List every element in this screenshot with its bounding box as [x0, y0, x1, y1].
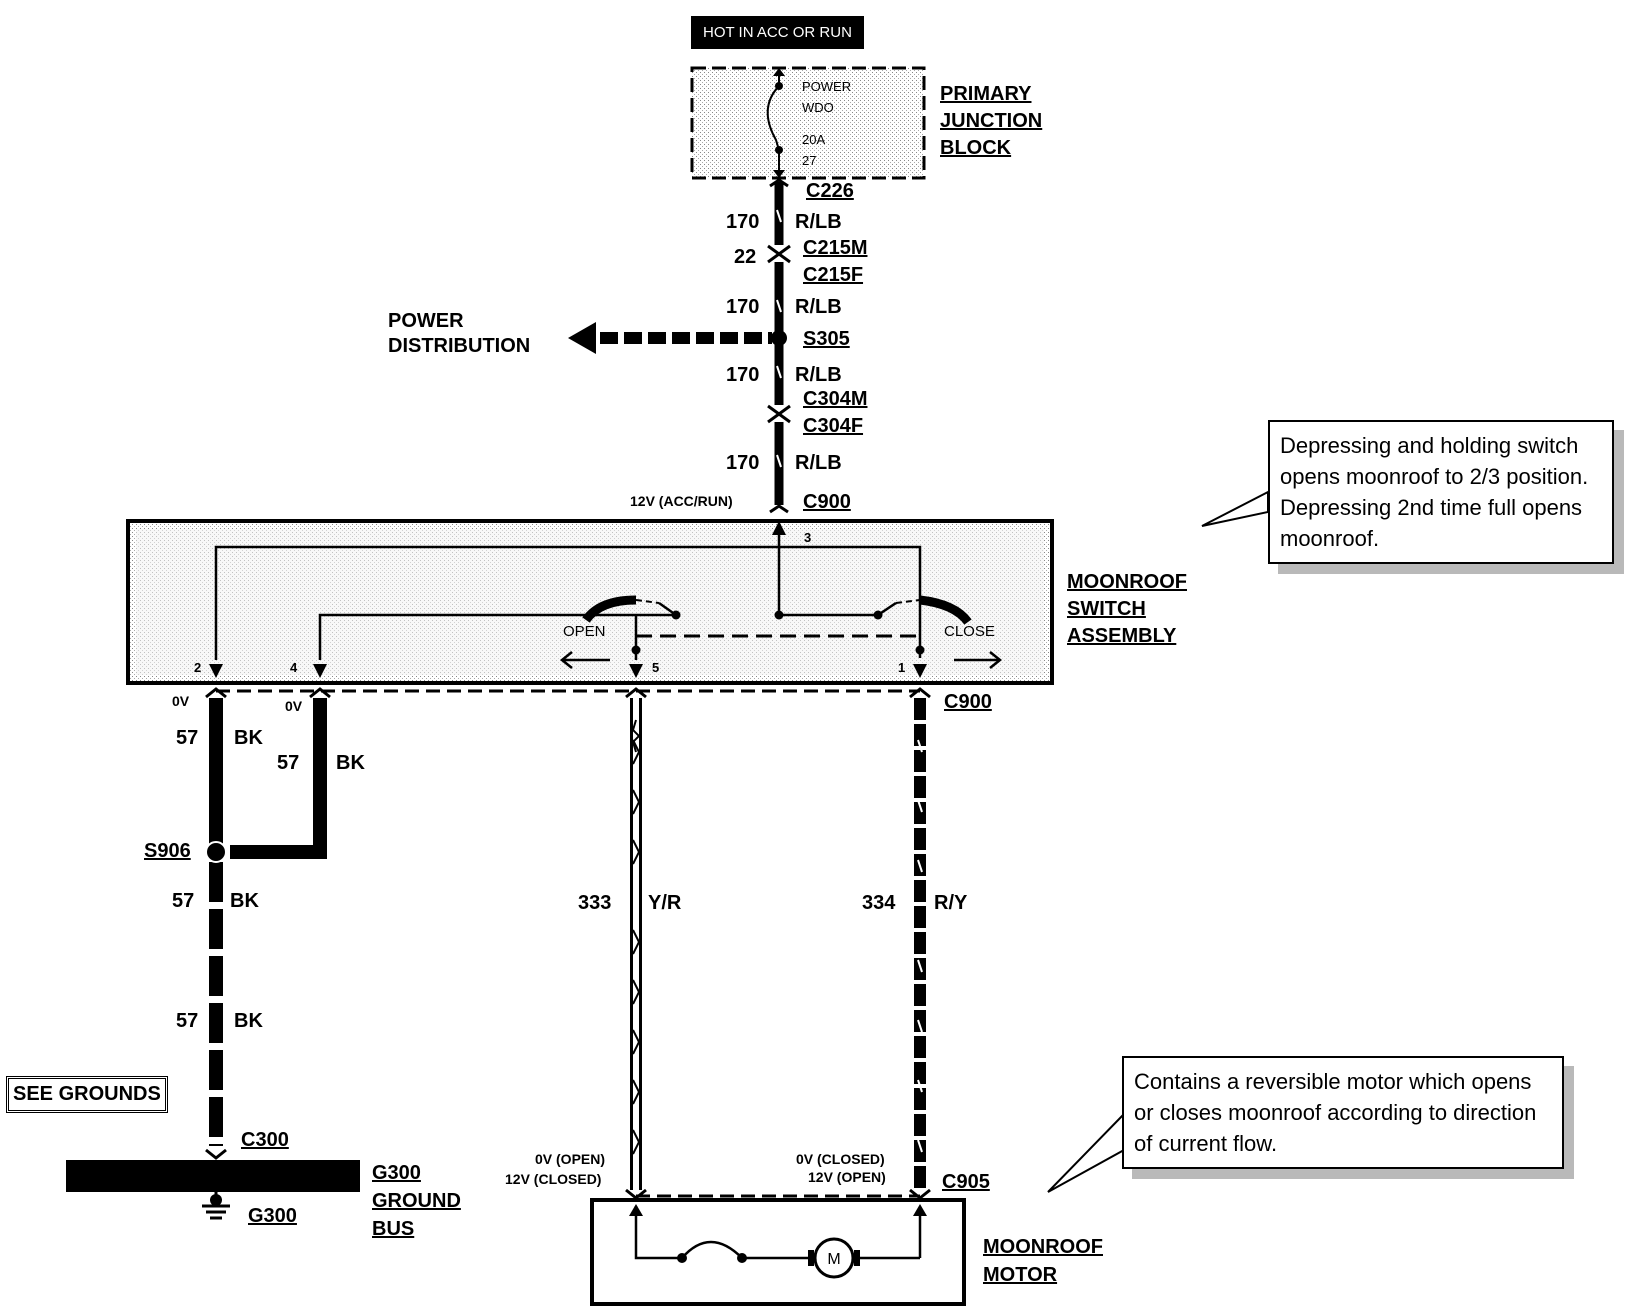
wire-color-bk-d: BK: [234, 1010, 263, 1032]
connector-c900-top: C900: [803, 491, 851, 513]
wire-number-57-d: 57: [176, 1010, 199, 1032]
fuse-name-line2: WDO: [802, 100, 834, 115]
voltage-open-line1: 0V (OPEN): [535, 1151, 606, 1167]
wire-color-rlb-d: R/LB: [795, 452, 842, 474]
wire-number-170-a: 170: [726, 211, 760, 233]
switch-pin-3: 3: [804, 530, 812, 545]
wire-color-bk-c: BK: [230, 890, 259, 912]
wire-number-334: 334: [862, 892, 896, 914]
ground-bus-bar: [66, 1160, 360, 1192]
motor-symbol: [813, 1237, 855, 1279]
wire-number-333: 333: [578, 892, 612, 914]
wire-color-ry: R/Y: [934, 892, 968, 914]
motor-title-line1: MOONROOF: [983, 1236, 1103, 1258]
power-distribution-arrow: [568, 322, 596, 354]
connector-c226: C226: [806, 180, 854, 202]
ground-bus-line2: GROUND: [372, 1190, 461, 1212]
switch-pin-2: 2: [194, 660, 202, 675]
wire-number-170-c: 170: [726, 364, 760, 386]
splice-s305-label: S305: [803, 328, 850, 350]
wire-57-bk: [209, 698, 327, 1146]
voltage-open-line2: 12V (CLOSED): [505, 1171, 602, 1187]
connector-c900-bottom: C900: [944, 691, 992, 713]
power-distribution-line2: DISTRIBUTION: [388, 335, 531, 357]
connector-c215m: C215M: [803, 237, 868, 259]
junction-block-box: [690, 66, 926, 180]
wire-number-170-b: 170: [726, 296, 760, 318]
primary-junction-block-line2: JUNCTION: [940, 110, 1043, 132]
close-lever: [919, 595, 972, 625]
power-distribution-line1: POWER: [388, 310, 464, 332]
switch-pin-4: 4: [290, 660, 298, 675]
ground-bus-line3: BUS: [372, 1218, 415, 1240]
fuse-name-line1: POWER: [802, 79, 852, 94]
voltage-0v-pin2: 0V: [172, 693, 190, 709]
connector-c905: C905: [942, 1171, 990, 1193]
switch-close-label: CLOSE: [944, 623, 995, 640]
switch-title-line2: SWITCH: [1067, 598, 1146, 620]
see-grounds-box[interactable]: SEE GROUNDS: [6, 1076, 168, 1113]
ground-bus-line1: G300: [372, 1162, 421, 1184]
motor-symbol-label: M: [827, 1251, 840, 1268]
wire-333-yr: [630, 698, 642, 1190]
splice-s305: [771, 330, 787, 346]
wire-color-bk-b: BK: [336, 752, 365, 774]
wire-number-57-c: 57: [172, 890, 195, 912]
switch-note: Depressing and holding switch opens moon…: [1268, 420, 1614, 564]
primary-junction-block-line3: BLOCK: [940, 137, 1012, 159]
motor-box: [590, 1198, 966, 1306]
motor-note: Contains a reversible motor which opens …: [1122, 1056, 1564, 1169]
wire-color-bk-a: BK: [234, 727, 263, 749]
voltage-closed-line1: 0V (CLOSED): [796, 1151, 885, 1167]
motor-internal-wiring: [634, 1206, 922, 1260]
wire-number-57-a: 57: [176, 727, 199, 749]
hot-in-acc-or-run-label: HOT IN ACC OR RUN: [691, 16, 864, 49]
fuse-rating: 20A: [802, 132, 826, 147]
motor-note-pointer: [1047, 1111, 1125, 1193]
switch-title-line3: ASSEMBLY: [1067, 625, 1177, 647]
wire-number-57-b: 57: [277, 752, 300, 774]
motor-title-line2: MOTOR: [983, 1264, 1058, 1286]
connector-c304m: C304M: [803, 388, 868, 410]
wire-color-rlb-a: R/LB: [795, 211, 842, 233]
wire-color-rlb-b: R/LB: [795, 296, 842, 318]
switch-pin-1: 1: [898, 660, 906, 675]
connector-c215f: C215F: [803, 264, 864, 286]
voltage-12v-acc-run: 12V (ACC/RUN): [630, 493, 733, 509]
switch-title-line1: MOONROOF: [1067, 571, 1187, 593]
wire-color-rlb-c: R/LB: [795, 364, 842, 386]
voltage-0v-pin4: 0V: [285, 698, 303, 714]
voltage-closed-line2: 12V (OPEN): [808, 1169, 886, 1185]
switch-pin-5: 5: [652, 660, 660, 675]
wire-number-170-d: 170: [726, 452, 760, 474]
connector-c304f: C304F: [803, 415, 864, 437]
splice-s906-label: S906: [144, 840, 191, 862]
ground-g300-symbol-label: G300: [248, 1205, 297, 1227]
switch-open-label: OPEN: [563, 623, 606, 640]
connector-c300: C300: [241, 1129, 289, 1151]
fuse-number: 27: [802, 153, 817, 168]
splice-s906: [205, 841, 227, 863]
primary-junction-block-line1: PRIMARY: [940, 83, 1032, 105]
wire-number-22: 22: [734, 246, 757, 268]
switch-note-pointer: [1201, 490, 1269, 527]
open-lever: [582, 595, 637, 623]
wire-color-yr: Y/R: [648, 892, 682, 914]
